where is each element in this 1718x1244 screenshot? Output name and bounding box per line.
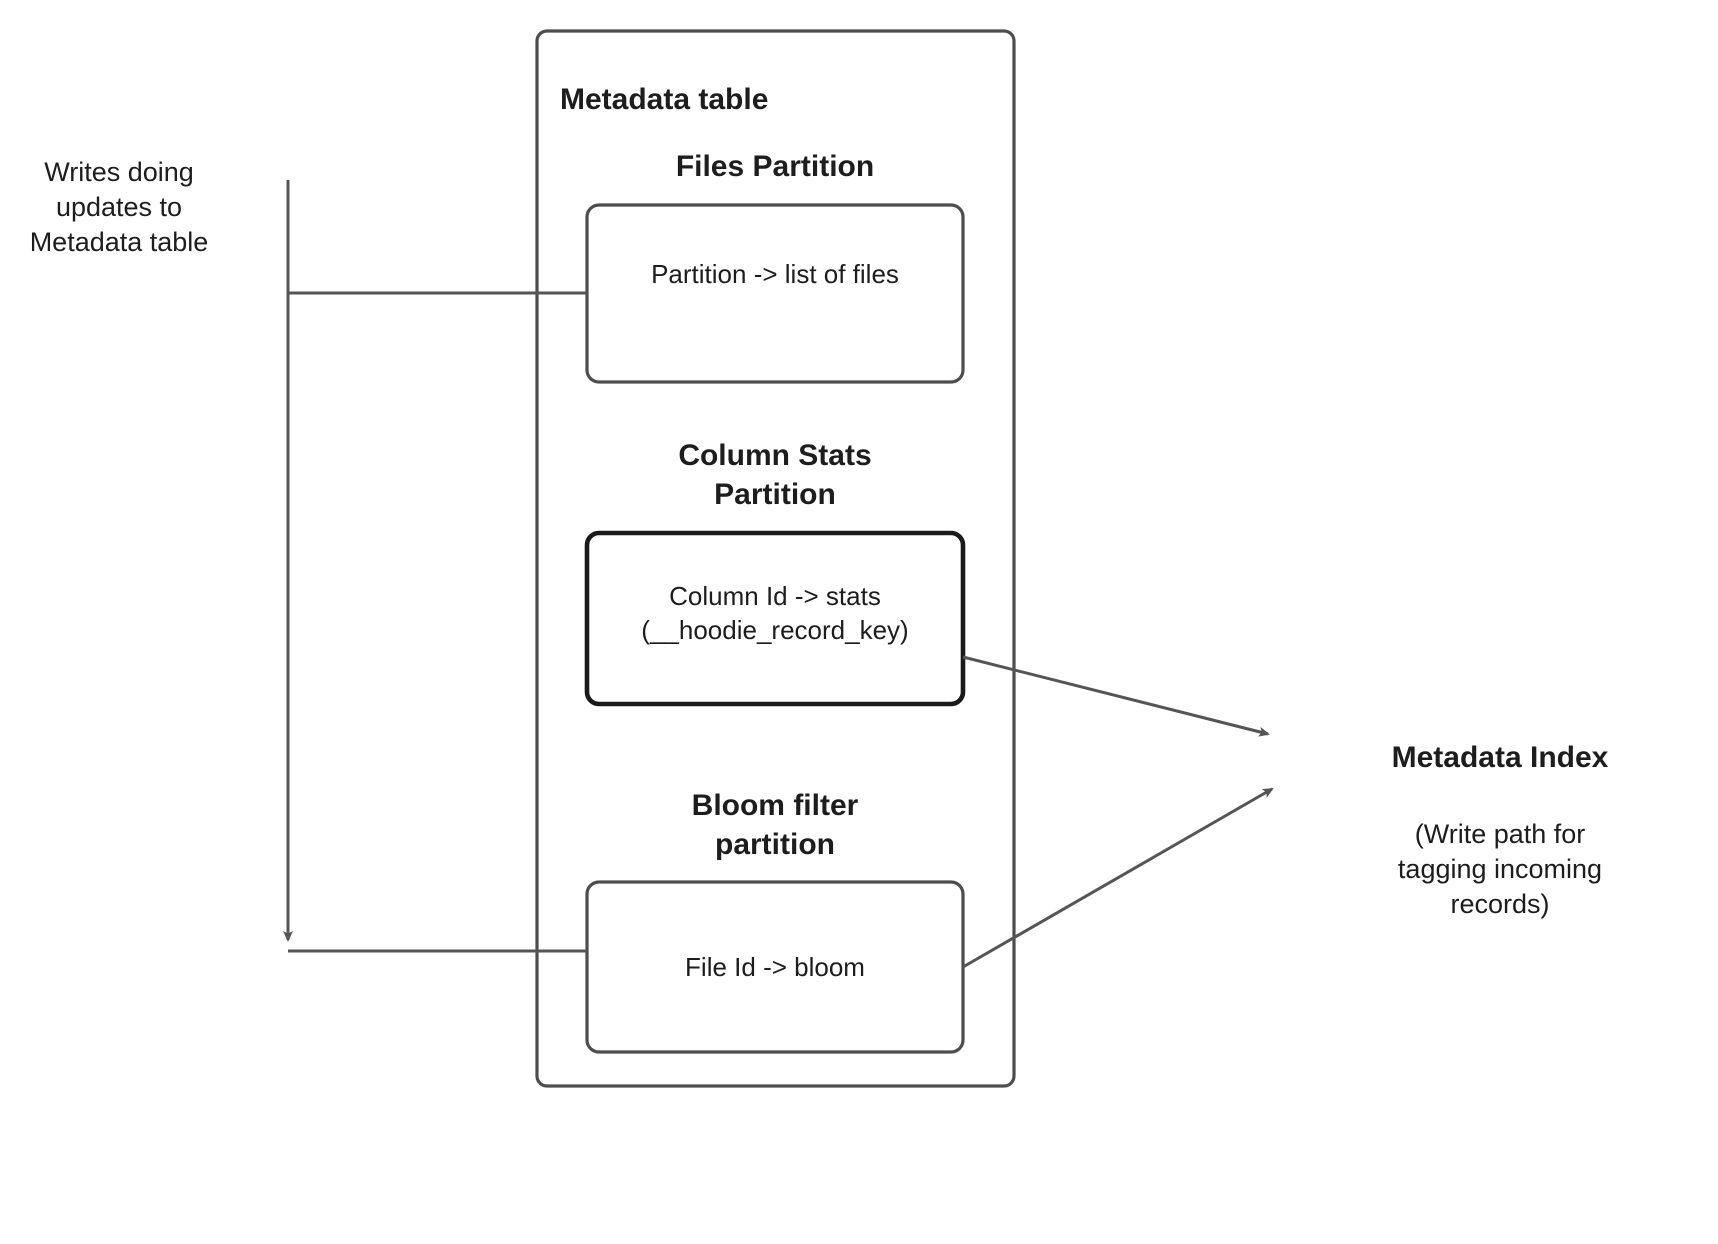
metadata-index-title: Metadata Index [1391,741,1609,774]
files-partition-heading: Files Partition [675,150,875,183]
writes-annotation-label: Writes doing updates to Metadata table [29,157,209,258]
connector-column-stats-to-metadata-index [962,655,1270,737]
bloom-filter-partition-heading: Bloom filter partition [691,789,859,861]
metadata-index-note: (Write path for tagging incoming records… [1397,819,1603,920]
column-stats-partition-box-text: Column Id -> stats (__hoodie_record_key) [641,581,909,645]
column-stats-partition-heading: Column Stats Partition [678,439,872,511]
files-partition-box [585,203,965,384]
column-stats-partition-box [584,530,966,707]
files-partition-box-text: Partition -> list of files [651,259,899,289]
bloom-filter-partition-box-text: File Id -> bloom [685,952,865,982]
connector-bloom-filter-to-metadata-index [962,787,1274,969]
metadata-table-title: Metadata table [560,83,769,116]
metadata-table-container [535,29,1016,1088]
